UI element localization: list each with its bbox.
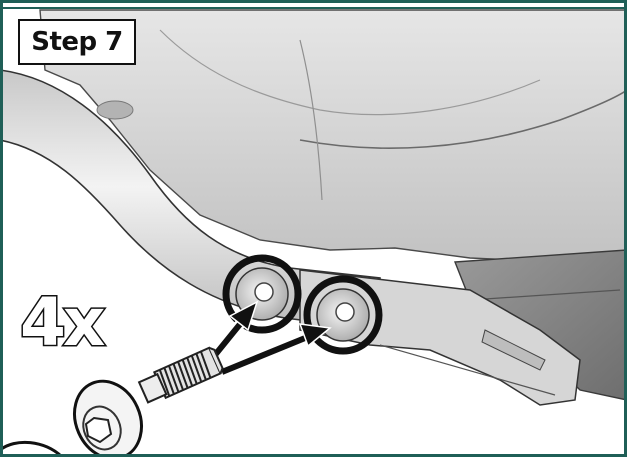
housing-curve-line bbox=[299, 89, 627, 149]
arrow-icon bbox=[219, 323, 332, 378]
step-label: Step 7 bbox=[18, 19, 136, 65]
washer-hole bbox=[254, 282, 274, 302]
circle-highlight-icon bbox=[222, 254, 302, 334]
housing-recess bbox=[96, 100, 134, 120]
bolt-icon bbox=[73, 346, 224, 457]
bracket-slot bbox=[481, 329, 546, 371]
housing-vertical-edge bbox=[299, 39, 323, 201]
arrow-icon bbox=[210, 300, 259, 359]
dark-block-ridge bbox=[469, 289, 621, 301]
bracket-edge bbox=[379, 344, 556, 396]
quantity-callout: 4x bbox=[20, 284, 105, 361]
housing-inner-curve bbox=[159, 29, 541, 116]
circle-highlight-icon bbox=[303, 275, 383, 355]
washer-hole bbox=[335, 302, 355, 322]
